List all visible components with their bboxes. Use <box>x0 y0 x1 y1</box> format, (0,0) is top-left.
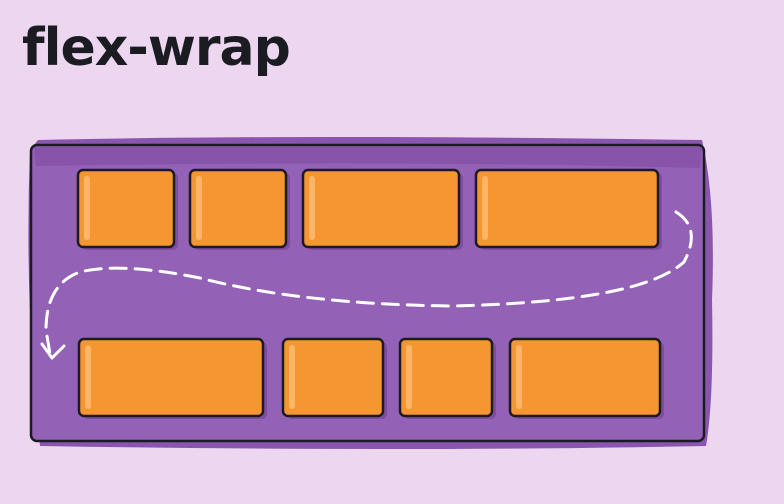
row-1 <box>76 168 662 250</box>
page-title: flex-wrap <box>22 18 291 78</box>
flex-item-wide <box>508 337 664 419</box>
wrap-arrow <box>44 210 693 356</box>
row-2 <box>77 337 664 419</box>
flex-item-wide <box>77 337 267 419</box>
flex-item <box>76 168 178 250</box>
container-top-band <box>34 147 702 168</box>
flex-item-wide <box>474 168 662 250</box>
wrap-arrow-head <box>40 342 66 360</box>
flex-item <box>398 337 496 419</box>
flex-item <box>281 337 387 419</box>
flex-item-wide <box>301 168 463 250</box>
flex-item <box>188 168 290 250</box>
